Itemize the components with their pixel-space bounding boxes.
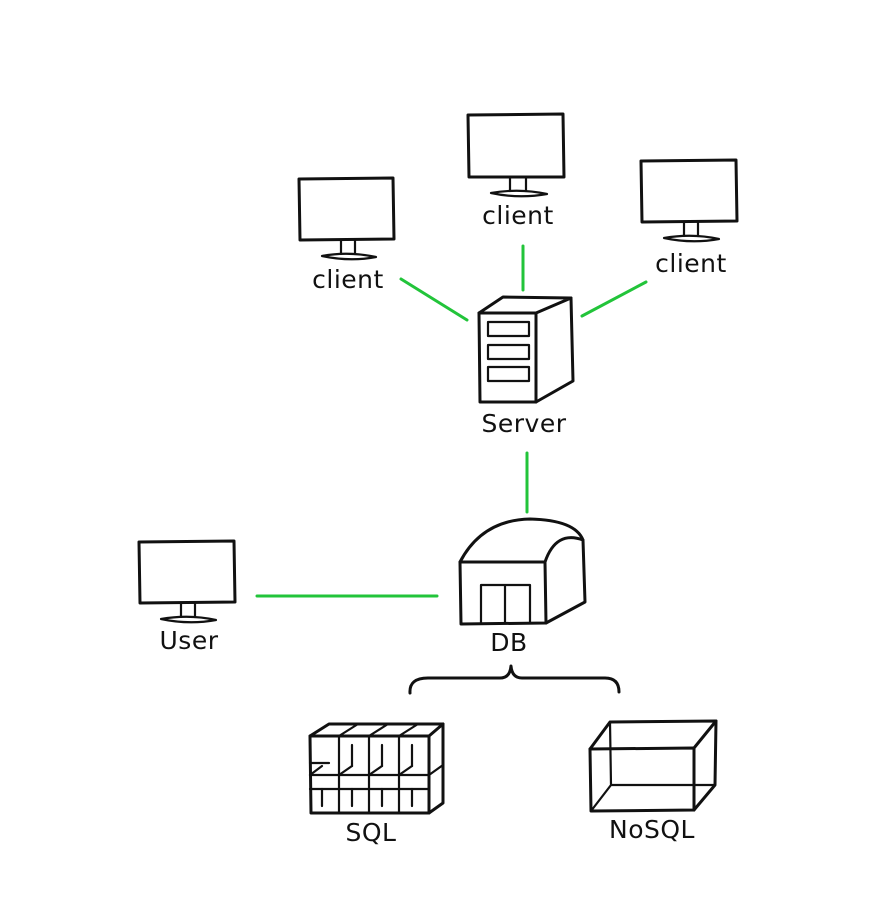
monitor-icon (466, 112, 566, 198)
monitor-icon (639, 158, 739, 243)
user-label: User (159, 626, 219, 655)
open-box-icon (588, 719, 718, 813)
db-label: DB (490, 628, 528, 657)
edge-client-left-server (399, 277, 469, 322)
shelving-grid-icon (308, 722, 445, 815)
sql-label: SQL (345, 818, 397, 847)
server-tower-icon (477, 295, 575, 404)
client-right-label: client (655, 249, 727, 278)
edge-client-right-server (580, 280, 648, 318)
monitor-icon (137, 539, 237, 624)
nosql-label: NoSQL (609, 815, 695, 844)
db-brace (408, 664, 621, 695)
warehouse-icon (458, 517, 587, 626)
client-top-label: client (482, 201, 554, 230)
server-label: Server (481, 409, 567, 438)
monitor-icon (297, 176, 396, 261)
client-left-label: client (312, 265, 384, 294)
